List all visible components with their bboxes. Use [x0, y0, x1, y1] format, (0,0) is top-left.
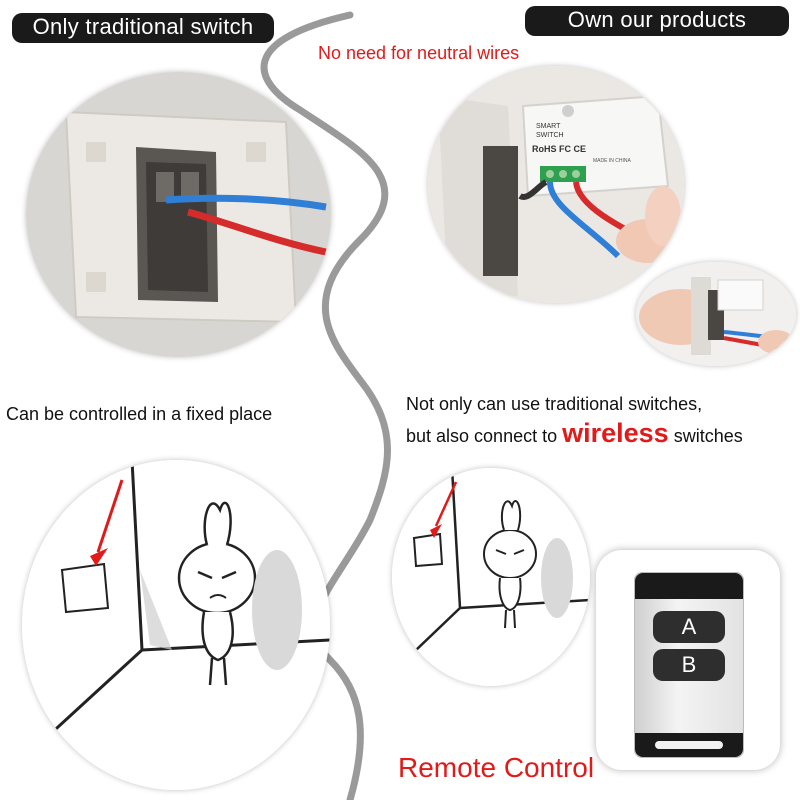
fixed-switch-illustration: [22, 460, 330, 790]
remote-bottom-cap: [635, 733, 743, 757]
product-in-hand-photo: [636, 262, 796, 366]
remote-button-b-label: B: [681, 652, 697, 677]
left-badge: Only traditional switch: [12, 13, 274, 43]
subtitle: No need for neutral wires: [318, 43, 520, 63]
right-caption-line2: but also connect to wireless switches: [406, 418, 743, 449]
remote-button-a[interactable]: A: [653, 611, 725, 643]
left-caption: Can be controlled in a fixed place: [6, 404, 273, 424]
wireless-switch-illustration: [392, 468, 590, 686]
right-caption-pre: but also connect to: [406, 426, 558, 446]
smart-switch-photo: SMART SWITCH RoHS FC CE MADE IN CHINA: [428, 66, 684, 303]
remote-body: A B: [634, 572, 744, 758]
traditional-switch-photo: [26, 72, 331, 357]
remote-button-a-label: A: [681, 614, 697, 639]
product-label-line2: SWITCH: [536, 132, 564, 139]
right-caption-post: switches: [673, 426, 743, 446]
remote-button-b[interactable]: B: [653, 649, 725, 681]
remote-control: A B: [596, 550, 780, 770]
remote-keyring-slot: [655, 741, 723, 749]
remote-control-label: Remote Control: [398, 752, 595, 783]
product-label-line1: SMART: [536, 123, 561, 130]
product-label-cert: RoHS FC CE: [532, 144, 586, 154]
right-badge: Own our products: [525, 6, 789, 36]
right-caption-line1: Not only can use traditional switches,: [406, 394, 703, 414]
remote-top-cap: [635, 573, 743, 599]
wireless-highlight: wireless: [562, 418, 669, 448]
product-label-origin: MADE IN CHINA: [593, 158, 631, 164]
